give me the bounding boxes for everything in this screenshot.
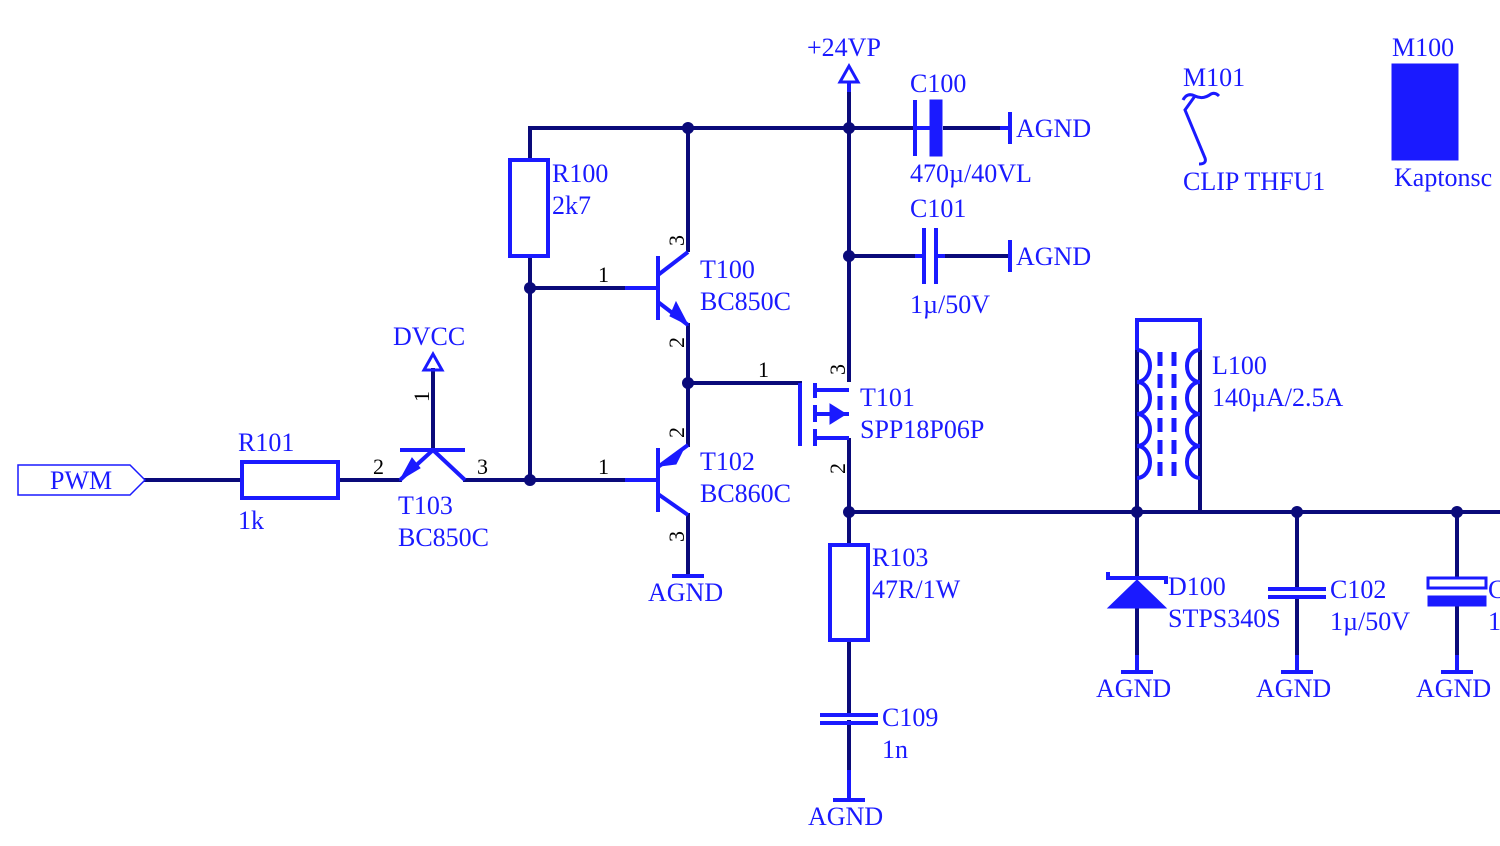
r100-ref: R100: [552, 159, 608, 188]
c100-ref: C100: [910, 69, 966, 98]
r101-ref: R101: [238, 428, 294, 457]
resistor-r100: R100 2k7: [508, 158, 608, 258]
dvcc-label: DVCC: [393, 322, 465, 351]
c101-ref: C101: [910, 194, 966, 223]
agnd-d100: AGND: [1096, 655, 1171, 703]
t102-value: BC860C: [700, 479, 791, 508]
c101-value: 1µ/50V: [910, 290, 990, 319]
c103-value: 1: [1488, 607, 1500, 636]
t102-pin-base: 1: [598, 454, 609, 479]
agnd-c100: AGND: [1000, 112, 1091, 144]
agnd-c109: AGND: [808, 770, 883, 831]
t101-pin-drain: 2: [825, 463, 850, 474]
t100-pin-base: 1: [598, 262, 609, 287]
l100-ref: L100: [1212, 351, 1267, 380]
pwm-port-label: PWM: [50, 466, 112, 495]
d100-value: STPS340S: [1168, 604, 1281, 633]
d100-ref: D100: [1168, 572, 1226, 601]
c103-ref: C: [1488, 575, 1500, 604]
r103-ref: R103: [872, 543, 928, 572]
agnd-t102: AGND: [648, 574, 723, 607]
t100-value: BC850C: [700, 287, 791, 316]
c102-value: 1µ/50V: [1330, 607, 1410, 636]
t103-ref: T103: [398, 491, 453, 520]
agnd-c100-label: AGND: [1016, 114, 1091, 143]
m101-value: CLIP THFU1: [1183, 167, 1325, 196]
capacitor-c100: C100 470µ/40VL: [910, 69, 1032, 188]
dvcc-power-symbol: DVCC: [393, 322, 465, 372]
resistor-r103: R103 47R/1W: [828, 543, 961, 642]
t101-ref: T101: [860, 383, 915, 412]
t103-value: BC850C: [398, 523, 489, 552]
pwm-port: PWM: [17, 464, 147, 496]
junction-nodes: [524, 122, 1463, 518]
t101-value: SPP18P06P: [860, 415, 984, 444]
c109-value: 1n: [882, 735, 908, 764]
t100-pin-emitter: 2: [664, 337, 689, 348]
capacitor-c101: C101 1µ/50V: [910, 194, 990, 319]
t100-ref: T100: [700, 255, 755, 284]
m100-value: Kaptonsc: [1394, 163, 1492, 192]
mosfet-t101: 1 3 2 T101 SPP18P06P: [758, 357, 984, 474]
capacitor-c103: C 1: [1426, 575, 1500, 636]
agnd-t102-label: AGND: [648, 578, 723, 607]
transistor-t100: 1 3 2 T100 BC850C: [598, 235, 791, 348]
agnd-c101-label: AGND: [1016, 242, 1091, 271]
vp-power-symbol: +24VP: [807, 33, 881, 92]
agnd-c103-label: AGND: [1416, 674, 1491, 703]
t101-pin-source: 3: [825, 364, 850, 375]
agnd-c101: AGND: [1008, 240, 1091, 272]
t102-pin-collector: 3: [664, 531, 689, 542]
transistor-t103: 2 3 1 T103 BC850C: [373, 391, 489, 552]
t102-ref: T102: [700, 447, 755, 476]
agnd-c103: AGND: [1416, 655, 1491, 703]
r101-value: 1k: [238, 506, 264, 535]
m101-ref: M101: [1183, 63, 1245, 92]
inductor-l100: L100 140µA/2.5A: [1135, 318, 1343, 480]
agnd-c102-label: AGND: [1256, 674, 1331, 703]
vp-label: +24VP: [807, 33, 881, 62]
r100-value: 2k7: [552, 191, 591, 220]
capacitor-c109: C109 1n: [820, 703, 938, 764]
wires: [143, 86, 1500, 772]
c109-ref: C109: [882, 703, 938, 732]
diode-d100: D100 STPS340S: [1106, 572, 1281, 633]
capacitor-c102: C102 1µ/50V: [1268, 575, 1410, 636]
t103-pin-base: 2: [373, 454, 384, 479]
agnd-c109-label: AGND: [808, 802, 883, 831]
kapton-m100: M100 Kaptonsc: [1391, 33, 1492, 192]
t103-pin-collector: 1: [409, 391, 434, 402]
t102-pin-emitter: 2: [664, 427, 689, 438]
transistor-t102: 1 2 3 T102 BC860C: [598, 427, 791, 542]
resistor-r101: R101 1k: [238, 428, 340, 535]
l100-value: 140µA/2.5A: [1212, 383, 1343, 412]
agnd-d100-label: AGND: [1096, 674, 1171, 703]
c100-value: 470µ/40VL: [910, 159, 1032, 188]
clip-m101: M101 CLIP THFU1: [1181, 63, 1325, 196]
t103-pin-emitter: 3: [477, 454, 488, 479]
m100-ref: M100: [1392, 33, 1454, 62]
t100-pin-collector: 3: [664, 235, 689, 246]
agnd-c102: AGND: [1256, 655, 1331, 703]
r103-value: 47R/1W: [872, 575, 961, 604]
c102-ref: C102: [1330, 575, 1386, 604]
t101-pin-gate: 1: [758, 357, 769, 382]
